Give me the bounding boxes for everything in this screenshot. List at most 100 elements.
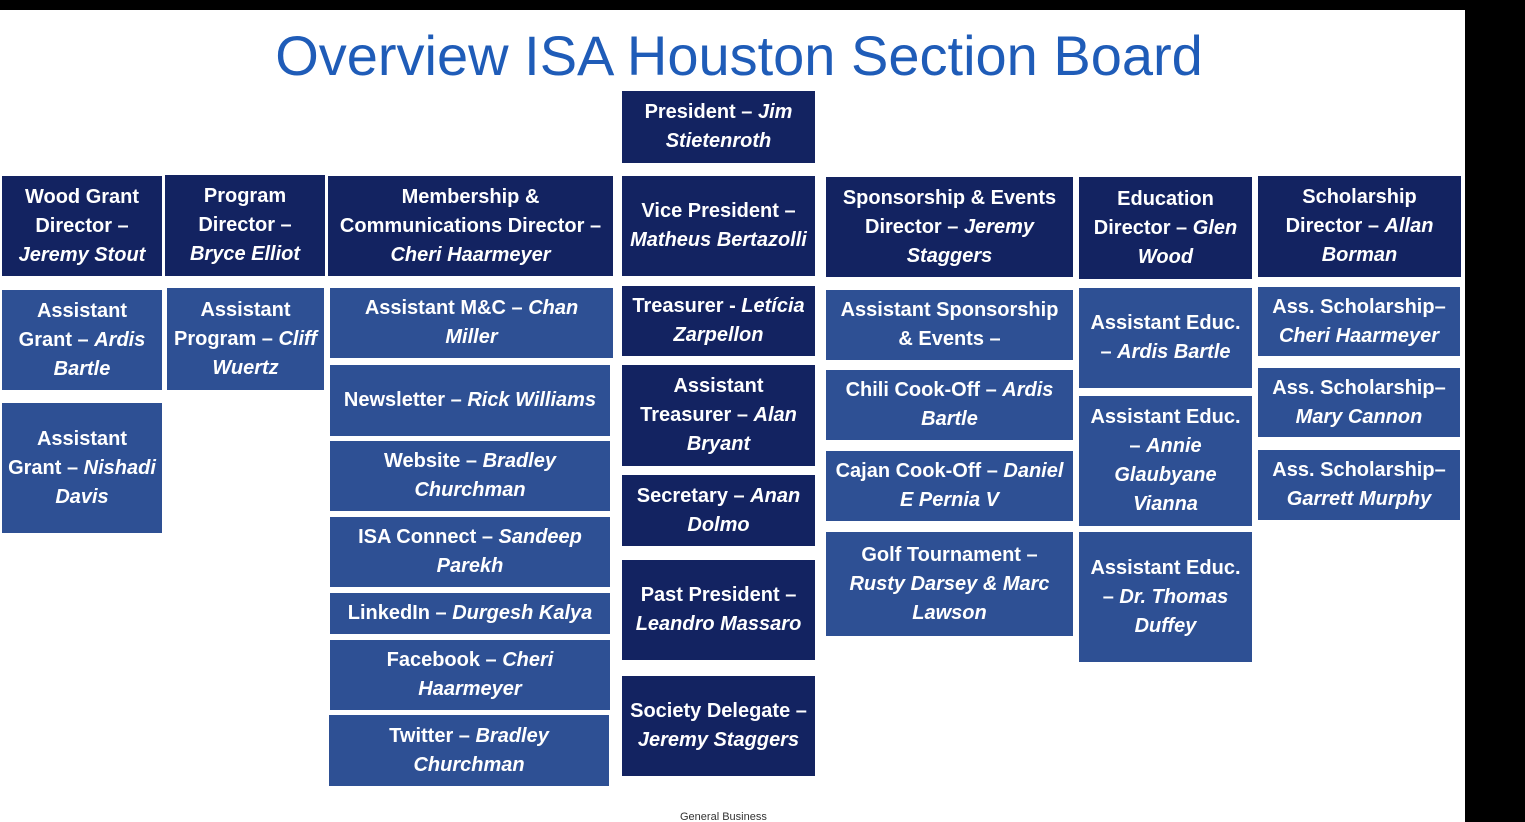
box-chili-cookoff: Chili Cook-Off – Ardis Bartle: [826, 370, 1073, 440]
person-name: Durgesh Kalya: [452, 602, 593, 624]
person-name: Cheri Haarmeyer: [390, 243, 551, 266]
role-label: Website –: [384, 450, 483, 472]
box-president: President – Jim Stietenroth: [622, 91, 815, 163]
slide: Overview ISA Houston Section Board Presi…: [0, 10, 1465, 822]
box-linkedin: LinkedIn – Durgesh Kalya: [330, 593, 610, 634]
role-label: Wood Grant Director –: [24, 185, 140, 237]
role-label: Chili Cook-Off –: [845, 379, 1003, 401]
box-newsletter: Newsletter – Rick Williams: [330, 365, 610, 436]
role-label: Past President –: [640, 584, 797, 606]
box-wood-grant-director: Wood Grant Director – Jeremy Stout: [2, 176, 162, 276]
person-name: Annie Glaubyane Vianna: [1114, 435, 1217, 515]
box-vice-president: Vice President – Matheus Bertazolli: [622, 176, 815, 276]
box-assistant-mc: Assistant M&C – Chan Miller: [330, 288, 613, 358]
box-assistant-sponsorship: Assistant Sponsorship & Events –: [826, 290, 1073, 360]
role-label: Treasurer -: [632, 295, 742, 317]
box-membership-director: Membership & Communications Director – C…: [328, 176, 613, 276]
box-secretary: Secretary – Anan Dolmo: [622, 475, 815, 546]
person-name: Glen Wood: [1137, 216, 1238, 268]
person-name: Jeremy Stout: [18, 243, 146, 266]
person-name: Rusty Darsey & Marc Lawson: [849, 572, 1050, 624]
role-label: LinkedIn –: [347, 602, 453, 624]
role-label: Assistant M&C –: [364, 297, 529, 319]
person-name: Dr. Thomas Duffey: [1119, 585, 1229, 637]
role-label: ISA Connect –: [358, 526, 499, 548]
role-label: Golf Tournament –: [861, 543, 1038, 566]
person-name: Jeremy Staggers: [906, 215, 1034, 267]
person-name: Mary Cannon: [1295, 405, 1423, 428]
person-name: Cliff Wuertz: [212, 327, 317, 379]
person-name: Daniel E Pernia V: [900, 460, 1064, 511]
role-label: Program Director –: [198, 185, 292, 236]
person-name: Letícia Zarpellon: [673, 295, 805, 346]
role-label: Scholarship Director –: [1285, 186, 1417, 237]
role-label: Newsletter –: [343, 389, 468, 411]
role-label: Ass. Scholarship–: [1272, 376, 1446, 399]
role-label: Assistant Program –: [174, 298, 291, 350]
box-assistant-educ: Assistant Educ. – Ardis Bartle: [1079, 288, 1252, 388]
role-label: Cajan Cook-Off –: [835, 460, 1004, 482]
role-label: Twitter –: [389, 724, 476, 747]
person-name: Jeremy Staggers: [637, 729, 800, 751]
person-name: Garrett Murphy: [1286, 488, 1432, 510]
role-label: Vice President –: [641, 200, 796, 222]
role-label: Membership & Communications Director –: [339, 185, 602, 237]
role-label: Ass. Scholarship–: [1272, 459, 1446, 481]
box-program-director: Program Director – Bryce Elliot: [165, 175, 325, 276]
box-assistant-program: Assistant Program – Cliff Wuertz: [167, 288, 324, 390]
page-title: Overview ISA Houston Section Board: [275, 24, 1203, 87]
box-past-president: Past President – Leandro Massaro: [622, 560, 815, 660]
person-name: Cheri Haarmeyer: [418, 649, 554, 700]
person-name: Bryce Elliot: [189, 243, 301, 265]
box-education-director: Education Director – Glen Wood: [1079, 177, 1252, 279]
role-label: Assistant Treasurer –: [640, 375, 764, 426]
box-assistant-educ: Assistant Educ. – Dr. Thomas Duffey: [1079, 532, 1252, 662]
role-label: Assistant Grant –: [18, 299, 128, 351]
box-assistant-educ: Assistant Educ. – Annie Glaubyane Vianna: [1079, 396, 1252, 526]
role-label: President –: [644, 101, 758, 123]
person-name: Matheus Bertazolli: [630, 229, 807, 251]
role-label: Assistant Educ. –: [1090, 312, 1241, 363]
box-facebook: Facebook – Cheri Haarmeyer: [330, 640, 610, 710]
person-name: Bradley Churchman: [413, 724, 549, 776]
person-name: Sandeep Parekh: [436, 526, 582, 577]
person-name: Jim Stietenroth: [665, 101, 793, 152]
box-assistant-grant: Assistant Grant – Ardis Bartle: [2, 290, 162, 390]
role-label: Assistant Educ. –: [1090, 406, 1241, 457]
role-label: Sponsorship & Events Director –: [842, 186, 1057, 238]
box-ass-scholarship: Ass. Scholarship– Cheri Haarmeyer: [1258, 287, 1460, 356]
role-label: Education Director –: [1093, 187, 1214, 239]
person-name: Chan Miller: [445, 297, 579, 348]
box-sponsorship-director: Sponsorship & Events Director – Jeremy S…: [826, 177, 1073, 277]
role-label: Assistant Sponsorship & Events –: [840, 299, 1059, 350]
person-name: Cheri Haarmeyer: [1278, 324, 1440, 347]
role-label: Facebook –: [386, 649, 503, 671]
box-assistant-grant: Assistant Grant – Nishadi Davis: [2, 403, 162, 533]
box-twitter: Twitter – Bradley Churchman: [329, 715, 609, 786]
role-label: Assistant Educ. –: [1090, 556, 1241, 608]
role-label: Assistant Grant –: [8, 427, 128, 479]
role-label: Secretary –: [636, 484, 751, 507]
person-name: Alan Bryant: [686, 404, 797, 455]
person-name: Ardis Bartle: [1117, 341, 1231, 363]
person-name: Nishadi Davis: [55, 456, 156, 508]
box-scholarship-director: Scholarship Director – Allan Borman: [1258, 176, 1461, 277]
footer-label: General Business: [680, 811, 767, 822]
box-golf-tournament: Golf Tournament – Rusty Darsey & Marc La…: [826, 532, 1073, 636]
box-isa-connect: ISA Connect – Sandeep Parekh: [330, 517, 610, 587]
person-name: Leandro Massaro: [635, 613, 802, 635]
role-label: Society Delegate –: [630, 700, 807, 722]
box-ass-scholarship: Ass. Scholarship– Mary Cannon: [1258, 368, 1460, 437]
person-name: Allan Borman: [1321, 215, 1434, 266]
person-name: Ardis Bartle: [921, 379, 1054, 430]
person-name: Bradley Churchman: [414, 450, 556, 501]
box-treasurer: Treasurer - Letícia Zarpellon: [622, 286, 815, 356]
box-website: Website – Bradley Churchman: [330, 441, 610, 511]
box-ass-scholarship: Ass. Scholarship– Garrett Murphy: [1258, 450, 1460, 520]
person-name: Ardis Bartle: [53, 328, 146, 380]
box-assistant-treasurer: Assistant Treasurer – Alan Bryant: [622, 365, 815, 466]
person-name: Anan Dolmo: [687, 484, 801, 536]
box-cajan-cookoff: Cajan Cook-Off – Daniel E Pernia V: [826, 451, 1073, 521]
box-society-delegate: Society Delegate – Jeremy Staggers: [622, 676, 815, 776]
person-name: Rick Williams: [467, 389, 597, 411]
